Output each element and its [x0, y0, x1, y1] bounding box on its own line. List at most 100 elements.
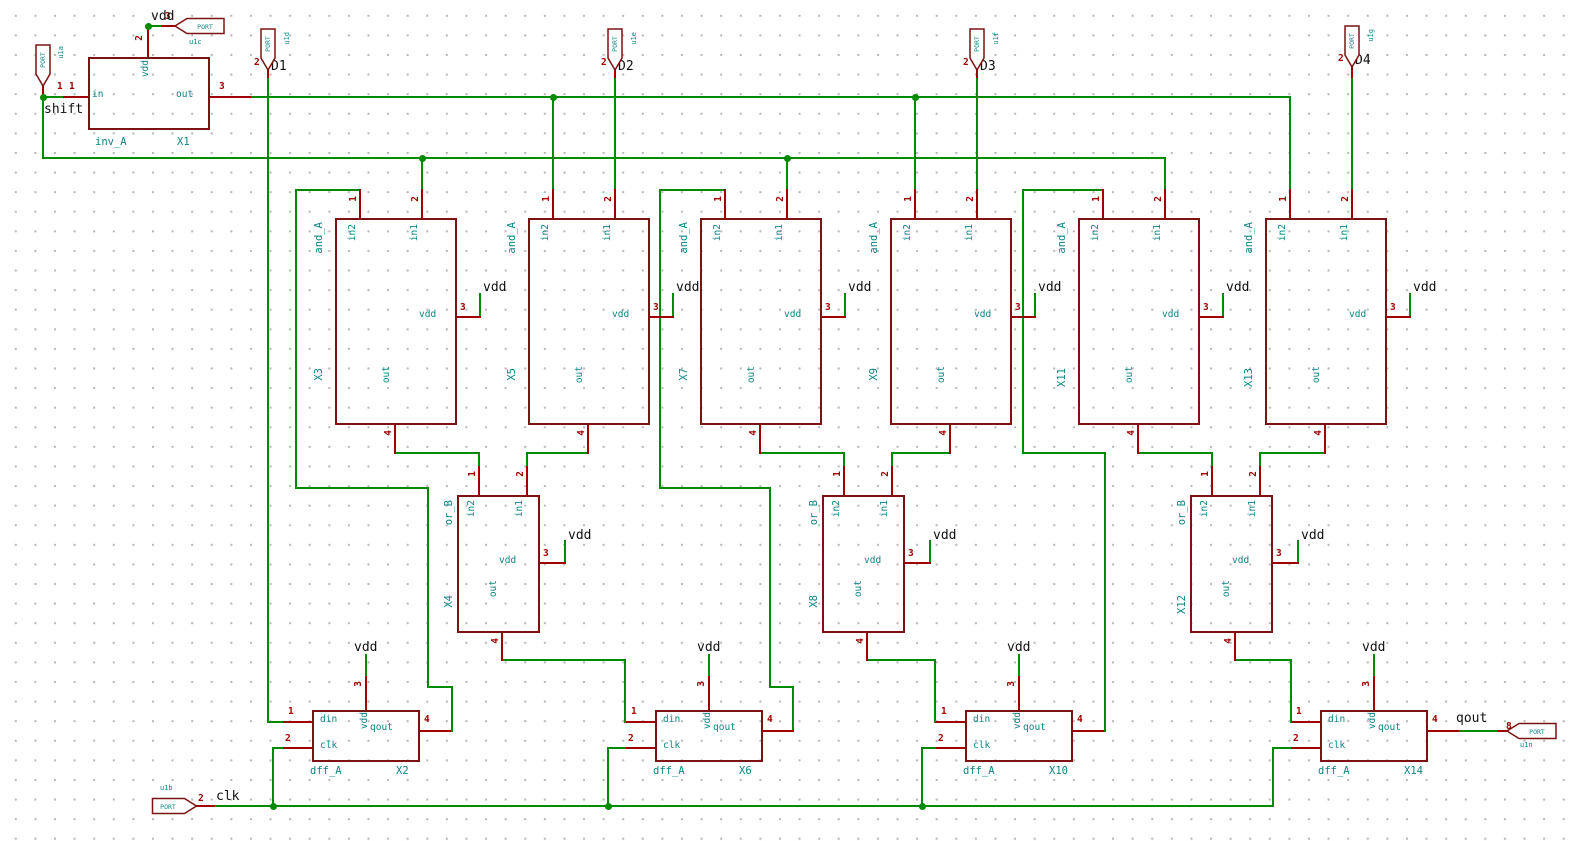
- wire-segment[interactable]: [843, 452, 845, 468]
- component-X1[interactable]: [88, 57, 210, 130]
- component-X8[interactable]: [822, 495, 905, 633]
- wire-segment[interactable]: [607, 747, 628, 749]
- wire-segment[interactable]: [295, 189, 361, 191]
- wire-segment[interactable]: [1373, 654, 1375, 678]
- wire-segment[interactable]: [769, 487, 771, 688]
- wire-segment[interactable]: [607, 747, 609, 807]
- wire-segment[interactable]: [42, 96, 44, 159]
- wire-segment[interactable]: [295, 487, 429, 489]
- port-D3[interactable]: PORT: [967, 28, 987, 76]
- wire-segment[interactable]: [267, 721, 285, 723]
- component-X4[interactable]: [457, 495, 540, 633]
- wire-segment[interactable]: [921, 747, 923, 807]
- wire-segment[interactable]: [976, 75, 978, 191]
- wire-segment[interactable]: [365, 654, 367, 678]
- wire-segment[interactable]: [624, 659, 626, 723]
- wire-segment[interactable]: [1289, 96, 1291, 191]
- component-X14[interactable]: [1320, 710, 1428, 762]
- wire-segment[interactable]: [844, 293, 846, 318]
- component-X2[interactable]: [312, 710, 420, 762]
- wire-segment[interactable]: [1297, 540, 1299, 564]
- wire-segment[interactable]: [1234, 659, 1292, 661]
- wire-segment[interactable]: [1409, 293, 1411, 318]
- wire-segment[interactable]: [759, 452, 845, 454]
- wire-segment[interactable]: [934, 659, 936, 723]
- component-X7[interactable]: [700, 218, 822, 425]
- wire-segment[interactable]: [672, 293, 674, 318]
- wire-segment[interactable]: [659, 189, 726, 191]
- wire-segment[interactable]: [552, 96, 554, 191]
- wire-segment[interactable]: [394, 452, 480, 454]
- wire-segment[interactable]: [1022, 452, 1106, 454]
- wire-segment[interactable]: [272, 747, 285, 749]
- wire-segment[interactable]: [1457, 730, 1499, 732]
- wire-segment[interactable]: [272, 747, 274, 807]
- wire-segment[interactable]: [479, 293, 481, 318]
- wire-segment[interactable]: [295, 189, 297, 489]
- wire-segment[interactable]: [1272, 747, 1293, 749]
- wire-segment[interactable]: [526, 452, 589, 454]
- wire-segment[interactable]: [1211, 452, 1213, 468]
- wire-segment[interactable]: [421, 157, 423, 191]
- wire-segment[interactable]: [891, 452, 951, 454]
- wire-segment[interactable]: [1222, 293, 1224, 318]
- wire-segment[interactable]: [478, 452, 480, 468]
- wire-segment[interactable]: [921, 747, 938, 749]
- wire-segment[interactable]: [564, 540, 566, 564]
- port-D1[interactable]: PORT: [258, 28, 278, 76]
- wire-segment[interactable]: [501, 659, 626, 661]
- wire-segment[interactable]: [1259, 452, 1326, 454]
- wire-segment[interactable]: [1137, 452, 1213, 454]
- wire-segment[interactable]: [526, 452, 528, 468]
- wire-segment[interactable]: [614, 75, 616, 191]
- port-qout[interactable]: PORT: [1505, 722, 1558, 745]
- wire-segment[interactable]: [769, 686, 794, 688]
- wire-segment[interactable]: [792, 686, 794, 732]
- pin-name: qout: [1378, 722, 1401, 733]
- pin-name: clk: [1328, 740, 1346, 751]
- wire-segment[interactable]: [427, 686, 453, 688]
- component-X13[interactable]: [1265, 218, 1387, 425]
- wire-segment[interactable]: [659, 189, 661, 489]
- wire-segment[interactable]: [1351, 75, 1353, 191]
- wire-segment[interactable]: [427, 487, 429, 688]
- wire-segment[interactable]: [267, 75, 269, 723]
- component-X6[interactable]: [655, 710, 763, 762]
- component-X9[interactable]: [890, 218, 1012, 425]
- wire-segment[interactable]: [914, 96, 916, 191]
- wire-segment[interactable]: [891, 452, 893, 468]
- pin-name: in2: [540, 224, 551, 242]
- wire-segment[interactable]: [1034, 293, 1036, 318]
- wire-segment[interactable]: [1259, 452, 1261, 468]
- wire-segment[interactable]: [659, 487, 771, 489]
- component-X10[interactable]: [965, 710, 1073, 762]
- port-D4[interactable]: PORT: [1342, 25, 1362, 73]
- wire-segment[interactable]: [249, 96, 1291, 98]
- component-X3[interactable]: [335, 218, 457, 425]
- wire-segment[interactable]: [866, 659, 936, 661]
- component-X12[interactable]: [1190, 495, 1273, 633]
- port-shift[interactable]: PORT: [33, 44, 53, 92]
- wire-segment[interactable]: [708, 654, 710, 678]
- wire-segment[interactable]: [786, 157, 788, 191]
- wire-segment[interactable]: [147, 25, 163, 27]
- wire-segment[interactable]: [1104, 452, 1106, 732]
- wire-segment[interactable]: [1022, 189, 1024, 454]
- port-D2[interactable]: PORT: [605, 28, 625, 76]
- pin-number: 3: [696, 681, 707, 687]
- wire-segment[interactable]: [1290, 659, 1292, 723]
- wire-segment[interactable]: [1018, 654, 1020, 678]
- pin-name: vdd: [784, 309, 802, 320]
- wire-segment[interactable]: [1164, 157, 1166, 191]
- component-X11[interactable]: [1078, 218, 1200, 425]
- wire-segment[interactable]: [1022, 189, 1104, 191]
- wire-segment[interactable]: [212, 805, 1274, 807]
- wire-segment[interactable]: [42, 157, 1166, 159]
- port-vdd[interactable]: PORT: [173, 17, 226, 40]
- wire-segment[interactable]: [929, 540, 931, 564]
- wire-segment[interactable]: [42, 96, 65, 98]
- component-X5[interactable]: [528, 218, 650, 425]
- port-clk[interactable]: PORT: [151, 797, 198, 820]
- wire-segment[interactable]: [451, 686, 453, 732]
- wire-segment[interactable]: [1272, 747, 1274, 807]
